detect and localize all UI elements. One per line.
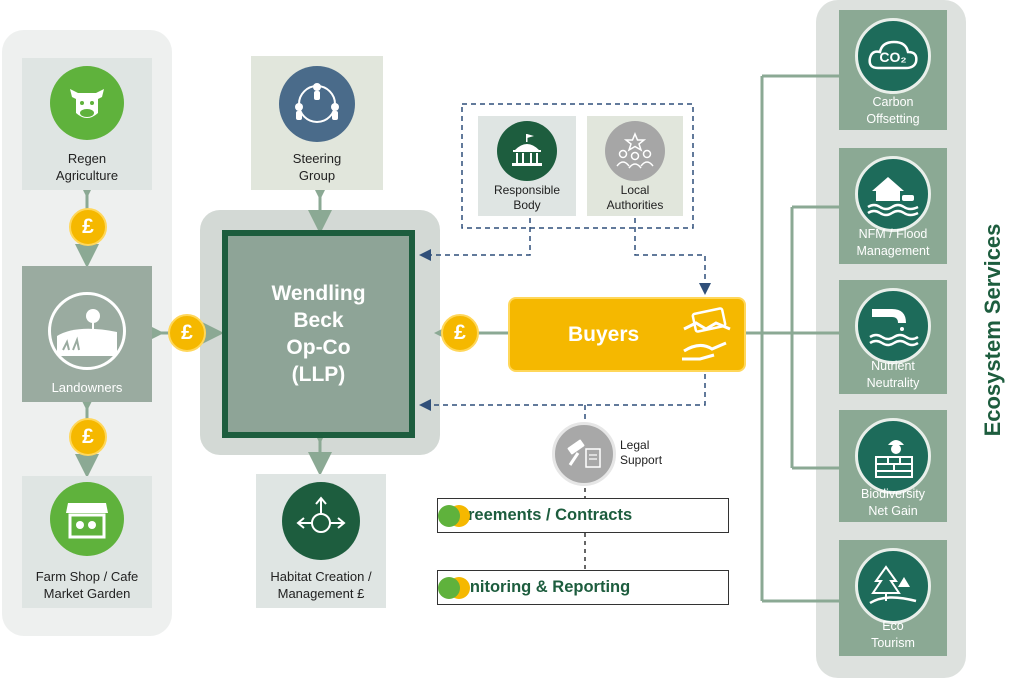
- ecosystem-services-title: Ecosystem Services: [980, 223, 1005, 437]
- community-star-icon: [605, 121, 665, 181]
- steering-group-card: Steering Group: [251, 56, 383, 190]
- eco-card-carbon: CO₂ Carbon Offsetting: [839, 10, 947, 130]
- opco-box: Wendling Beck Op-Co (LLP): [222, 230, 415, 438]
- landowners-card: Landowners: [22, 266, 152, 402]
- eco-card-flood: NFM / Flood Management: [839, 148, 947, 264]
- regen-agriculture-label: Regen Agriculture: [55, 151, 119, 183]
- agreements-contracts-bar: Agreements / Contracts: [437, 498, 729, 533]
- eco-label-flood: NFM / Flood Management: [856, 227, 930, 258]
- farm-shop-card: Farm Shop / Cafe Market Garden: [22, 476, 152, 608]
- builder-wall-icon: [855, 418, 931, 494]
- landowners-label: Landowners: [51, 380, 123, 395]
- local-authorities-card: Local Authorities: [587, 116, 683, 216]
- monitoring-reporting-label: Monitoring & Reporting: [446, 578, 631, 596]
- pound-coin-landowners: £: [168, 314, 206, 352]
- eco-label-tourism: Eco Tourism: [871, 619, 915, 650]
- pine-trees-icon: [855, 548, 931, 624]
- monitoring-reporting-bar: Monitoring & Reporting: [437, 570, 729, 605]
- local-authorities-label: Local Authorities: [606, 183, 664, 212]
- co2-cloud-icon: CO₂: [855, 18, 931, 94]
- buyers-label: Buyers: [568, 323, 640, 346]
- pound-coin-buyers: £: [441, 314, 479, 352]
- eco-label-nutrient: Nutrient Neutrality: [866, 359, 920, 390]
- pound-coin-upper: £: [69, 208, 107, 246]
- growth-arrows-icon: [282, 482, 360, 560]
- co2-text: CO₂: [879, 49, 907, 65]
- eco-card-tourism: Eco Tourism: [839, 540, 947, 656]
- eco-label-biodiversity: Biodiversity Net Gain: [861, 487, 925, 518]
- habitat-creation-label: Habitat Creation / Management £: [270, 569, 372, 601]
- landscape-mini-icon: [438, 576, 460, 599]
- people-group-icon: [279, 66, 355, 142]
- responsible-body-label: Responsible Body: [493, 183, 561, 212]
- buyers-box: Buyers: [508, 297, 746, 372]
- eco-card-nutrient: Nutrient Neutrality: [839, 280, 947, 394]
- handshake-icon: [680, 307, 738, 363]
- landscape-mini-icon: [438, 504, 460, 527]
- government-building-icon: [497, 121, 557, 181]
- agreements-contracts-label: Agreements / Contracts: [446, 506, 633, 524]
- habitat-creation-card: Habitat Creation / Management £: [256, 474, 386, 608]
- legal-support-label: Legal Support: [620, 438, 663, 467]
- landscape-icon: [48, 292, 126, 370]
- responsible-body-card: Responsible Body: [478, 116, 576, 216]
- opco-label: Wendling Beck Op-Co (LLP): [271, 282, 366, 386]
- gavel-icon: [552, 422, 616, 486]
- flood-house-icon: [855, 156, 931, 232]
- regen-agriculture-card: Regen Agriculture: [22, 58, 152, 190]
- pound-coin-lower: £: [69, 418, 107, 456]
- farm-shop-label: Farm Shop / Cafe Market Garden: [35, 569, 139, 601]
- outflow-pipe-icon: [855, 288, 931, 364]
- steering-group-label: Steering Group: [292, 151, 342, 183]
- eco-card-biodiversity: Biodiversity Net Gain: [839, 410, 947, 522]
- eco-label-carbon: Carbon Offsetting: [866, 95, 920, 126]
- cow-icon: [50, 66, 124, 140]
- market-stall-icon: [50, 482, 124, 556]
